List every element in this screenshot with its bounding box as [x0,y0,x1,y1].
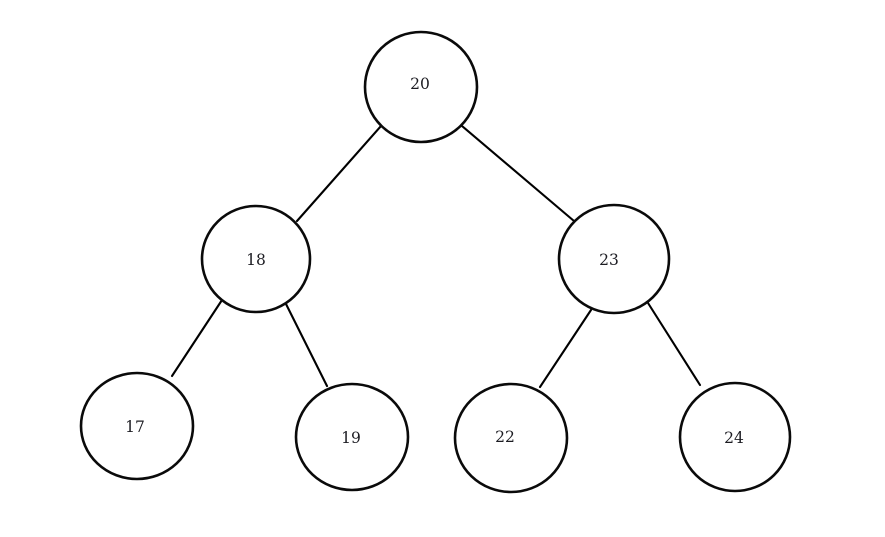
tree-node-20[interactable]: 20 [363,30,479,144]
node-circle-23[interactable] [557,203,671,315]
tree-node-24[interactable]: 24 [678,381,792,493]
tree-node-17[interactable]: 17 [79,371,195,481]
edge-layer [170,124,702,389]
node-circle-18[interactable] [200,204,312,314]
node-label-18: 18 [246,251,266,269]
node-circle-22[interactable] [453,382,569,494]
tree-node-22[interactable]: 22 [453,382,569,494]
node-label-17: 17 [125,418,145,436]
node-label-24: 24 [724,429,744,447]
node-layer: 20 18 23 17 19 22 24 [79,30,792,494]
tree-edge-n23-n22 [538,308,593,389]
node-label-22: 22 [495,428,515,446]
tree-edge-n20-n23 [460,124,576,223]
node-circle-17[interactable] [79,371,195,481]
tree-edge-n18-n19 [283,300,329,388]
tree-edge-n18-n17 [170,298,224,378]
node-circle-24[interactable] [678,381,792,493]
tree-edge-n20-n18 [295,124,383,223]
node-label-19: 19 [341,429,361,447]
tree-node-23[interactable]: 23 [557,203,671,315]
tree-node-18[interactable]: 18 [200,204,312,314]
node-circle-19[interactable] [294,382,410,492]
tree-node-19[interactable]: 19 [294,382,410,492]
node-label-23: 23 [599,251,619,269]
node-circle-20[interactable] [363,30,479,144]
node-label-20: 20 [410,75,430,93]
tree-edge-n23-n24 [646,301,702,387]
